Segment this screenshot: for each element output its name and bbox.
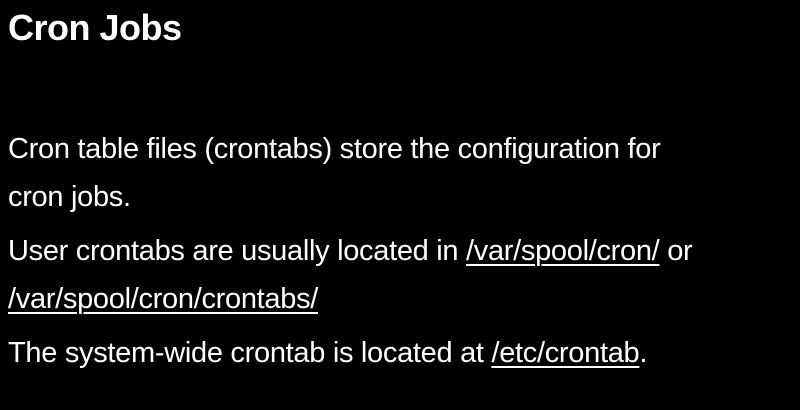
paragraph-text: . (639, 337, 648, 369)
slide-title: Cron Jobs (8, 7, 182, 48)
paragraph-text: cron jobs. (8, 181, 131, 213)
slide-body: Cron table files (crontabs) store the co… (8, 125, 792, 383)
path-var-spool-cron: /var/spool/cron/ (465, 235, 660, 267)
paragraph-text: The system-wide crontab is located at (8, 337, 492, 369)
path-var-spool-cron-crontabs: /var/spool/cron/crontabs/ (8, 283, 319, 315)
path-etc-crontab: /etc/crontab (491, 337, 640, 369)
paragraph-user-crontabs: User crontabs are usually located in /va… (8, 227, 792, 323)
paragraph-crontab-files: Cron table files (crontabs) store the co… (8, 125, 792, 221)
paragraph-system-crontab: The system-wide crontab is located at /e… (8, 329, 792, 377)
paragraph-text: Cron table files (crontabs) store the co… (8, 133, 661, 165)
paragraph-text: or (659, 235, 693, 267)
paragraph-text: User crontabs are usually located in (8, 235, 466, 267)
